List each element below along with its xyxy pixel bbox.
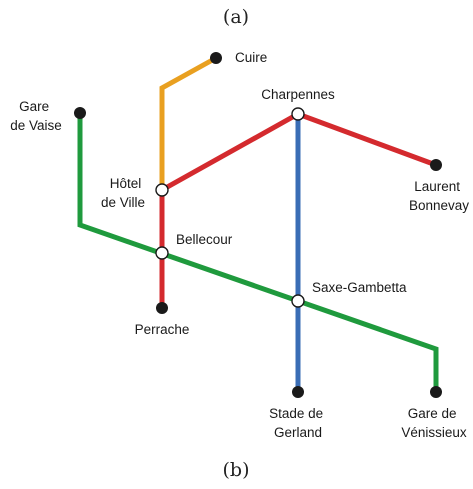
station-label-stade-de-gerland-line2: Gerland <box>274 425 322 440</box>
terminus-perrache <box>156 302 168 314</box>
line-orange <box>159 55 218 190</box>
station-label-gare-de-vaise: Gare de Vaise <box>10 99 62 133</box>
interchange-saxe-gambetta <box>291 294 305 308</box>
station-label-cuire: Cuire <box>235 50 267 65</box>
station-label-laurent-bonnevay: Laurent Bonnevay <box>409 179 469 213</box>
terminus-gare-de-vaise <box>74 107 86 119</box>
terminus-stade-de-gerland <box>292 386 304 398</box>
caption-b: (b) <box>223 459 250 481</box>
terminus-gare-de-venissieux <box>430 386 442 398</box>
station-label-hotel-de-ville-line1: Hôtel <box>110 176 142 191</box>
station-label-gare-de-vaise-line2: de Vaise <box>10 118 62 133</box>
interchange-bellecour <box>155 246 169 260</box>
station-label-hotel-de-ville-line2: de Ville <box>101 195 145 210</box>
interchange-hotel-de-ville <box>155 183 169 197</box>
station-label-hotel-de-ville: Hôtel de Ville <box>101 176 145 210</box>
station-label-gare-de-venissieux: Gare de Vénissieux <box>401 406 467 440</box>
station-label-perrache: Perrache <box>135 322 190 337</box>
station-label-stade-de-gerland-line1: Stade de <box>269 406 323 421</box>
station-label-bellecour: Bellecour <box>176 232 233 247</box>
line-green <box>77 113 439 392</box>
station-label-saxe-gambetta: Saxe-Gambetta <box>312 280 407 295</box>
station-label-gare-de-vaise-line1: Gare <box>19 99 49 114</box>
station-label-charpennes: Charpennes <box>261 87 335 102</box>
station-label-stade-de-gerland: Stade de Gerland <box>269 406 327 440</box>
station-label-laurent-bonnevay-line2: Bonnevay <box>409 198 469 213</box>
terminus-laurent-bonnevay <box>430 159 442 171</box>
caption-a: (a) <box>223 6 249 28</box>
station-label-gare-de-venissieux-line2: Vénissieux <box>401 425 467 440</box>
station-label-laurent-bonnevay-line1: Laurent <box>414 179 460 194</box>
terminus-cuire <box>210 52 222 64</box>
interchange-charpennes <box>291 107 305 121</box>
station-label-gare-de-venissieux-line1: Gare de <box>408 406 457 421</box>
